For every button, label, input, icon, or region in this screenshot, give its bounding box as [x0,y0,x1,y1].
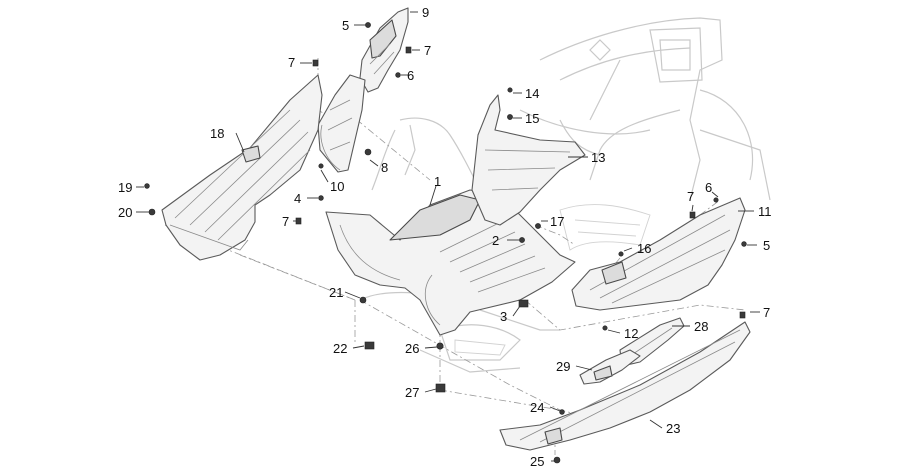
screw-10 [318,163,324,169]
clip-7-mid-left [295,217,302,225]
callout-6-right: 6 [705,180,712,195]
clip-7-right-top [689,211,696,219]
callout-5-right: 5 [763,238,770,253]
part-10-inner-bracket [317,74,366,173]
nut-21 [359,296,367,304]
callout-13: 13 [591,150,605,165]
nut-8 [364,148,372,156]
screw-6-upper [395,72,401,78]
part-1-floorboard [325,189,576,336]
screw-19 [144,183,150,189]
part-11-right-side-panel [571,197,746,311]
nut-20 [148,208,156,216]
callout-8: 8 [381,160,388,175]
callout-15: 15 [525,111,539,126]
callout-2: 2 [492,233,499,248]
callout-23: 23 [666,421,680,436]
callout-24: 24 [530,400,544,415]
chassis-frame-background [359,17,771,373]
leader-lines [136,11,760,462]
callout-28: 28 [694,319,708,334]
part-13-front-inner-cover [471,94,586,226]
callout-11: 11 [758,204,772,219]
callout-26: 26 [405,341,419,356]
callout-29: 29 [556,359,570,374]
callout-3: 3 [500,309,507,324]
callout-6-upper: 6 [407,68,414,83]
callout-25: 25 [530,454,544,467]
screw-5-top [365,22,371,28]
part-9-leg-shield-cover [359,7,409,93]
callout-7-left-top: 7 [288,55,295,70]
part-29-bracket [579,349,641,385]
screw-12 [602,325,608,331]
callout-5-top: 5 [342,18,349,33]
callout-19: 19 [118,180,132,195]
clip-7-left-top [312,59,319,67]
clip-7-upper [405,46,412,54]
callout-18: 18 [210,126,224,141]
callout-22: 22 [333,341,347,356]
callout-16: 16 [637,241,651,256]
callout-21: 21 [329,285,343,300]
callout-20: 20 [118,205,132,220]
screw-4 [318,195,324,201]
screw-24 [559,409,565,415]
nut-17 [535,223,541,229]
callout-14: 14 [525,86,539,101]
part-23-lower-side-skirt [499,321,751,451]
clip-22 [364,341,375,350]
screw-16 [618,251,624,257]
callout-9: 9 [422,5,429,20]
callout-labels: 1 2 3 4 5 5 6 6 7 7 7 7 7 8 9 10 11 12 1… [118,5,772,467]
nut-26 [436,342,444,350]
part-18-left-side-panel [161,74,323,261]
callout-10: 10 [330,179,344,194]
clip-7-right-lower [739,311,746,319]
nut-15 [507,114,513,120]
screw-2 [519,237,525,243]
clip-27 [435,383,446,393]
callout-27: 27 [405,385,419,400]
clip-3 [518,299,529,308]
callout-17: 17 [550,214,564,229]
screw-5-right [741,241,747,247]
callout-4: 4 [294,191,301,206]
callout-7-upper: 7 [424,43,431,58]
callout-7-mid-left: 7 [282,214,289,229]
screw-6-right [713,197,719,203]
callout-7-right-lower: 7 [763,305,770,320]
nut-25 [553,456,561,464]
callout-1: 1 [434,174,441,189]
callout-7-right-top: 7 [687,189,694,204]
fasteners [144,22,747,464]
screw-14 [507,87,513,93]
callout-12: 12 [624,326,638,341]
